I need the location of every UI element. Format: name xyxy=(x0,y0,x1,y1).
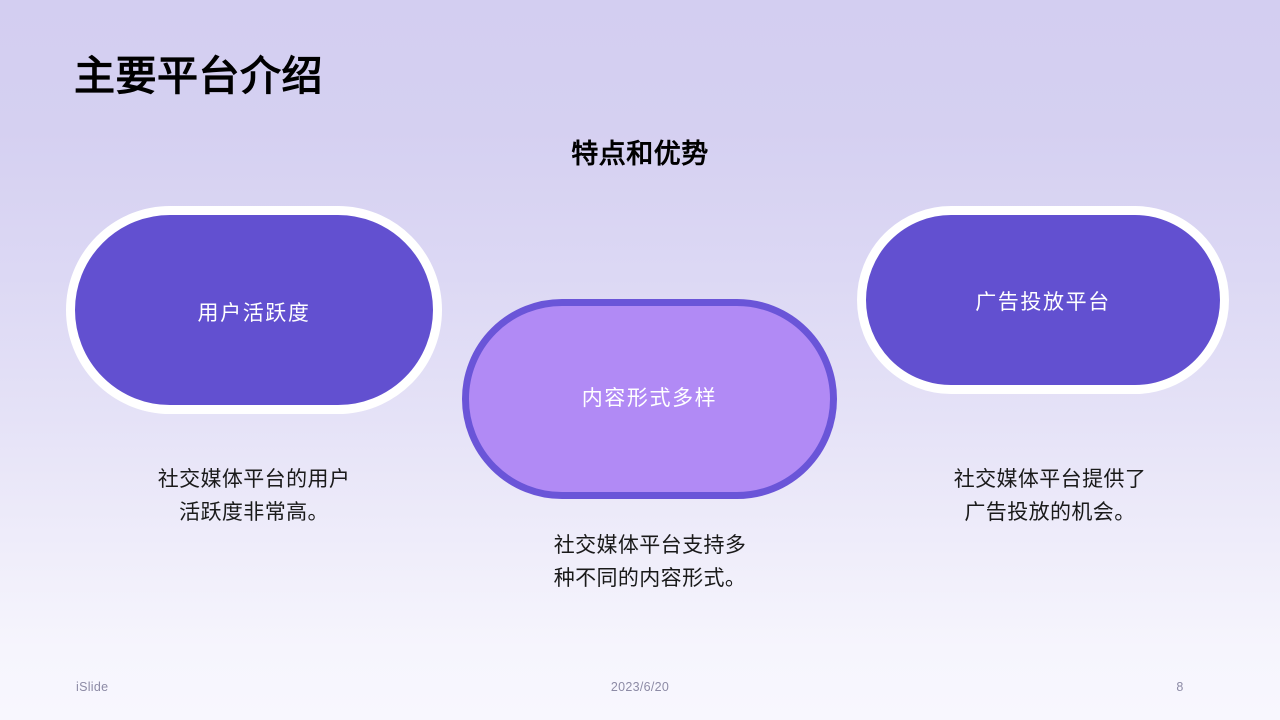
page-title: 主要平台介绍 xyxy=(74,53,323,99)
feature-shape-2-label: 内容形式多样 xyxy=(581,387,718,410)
feature-shape-1: 用户活跃度 xyxy=(66,206,442,414)
section-subtitle: 特点和优势 xyxy=(571,139,709,169)
feature-shape-3: 广告投放平台 xyxy=(857,206,1229,394)
feature-shape-3-label: 广告投放平台 xyxy=(975,291,1111,314)
feature-caption-2: 社交媒体平台支持多 种不同的内容形式。 xyxy=(553,534,747,590)
feature-caption-1: 社交媒体平台的用户 活跃度非常高。 xyxy=(157,468,351,524)
feature-shape-2: 内容形式多样 xyxy=(462,299,837,499)
feature-shape-1-label: 用户活跃度 xyxy=(197,302,311,325)
feature-caption-3: 社交媒体平台提供了 广告投放的机会。 xyxy=(953,468,1147,524)
footer-page-number: 8 xyxy=(1176,680,1184,694)
footer-date: 2023/6/20 xyxy=(610,680,670,694)
footer-brand: iSlide xyxy=(76,680,109,694)
